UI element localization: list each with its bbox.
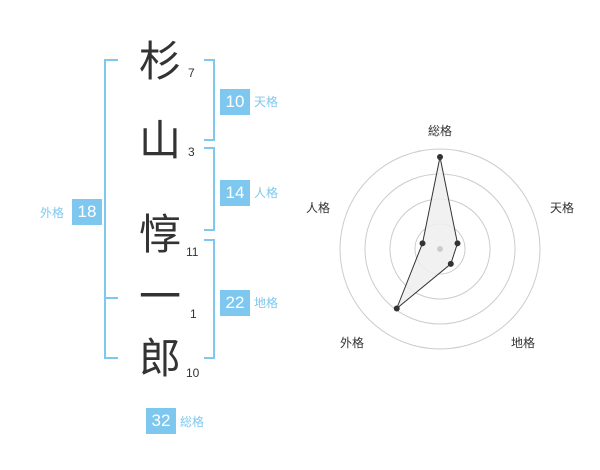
chikaku-label: 地格 — [254, 296, 279, 310]
gaikaku-label: 外格 — [40, 206, 65, 220]
radar-data-point — [419, 240, 426, 247]
radar-data-polygon — [396, 156, 459, 309]
tenkaku-value: 10 — [220, 89, 250, 115]
radar-axis-label: 人格 — [306, 200, 330, 215]
jinkaku-label: 人格 — [254, 186, 279, 200]
name-char-2: 山 — [138, 116, 181, 165]
stroke-count-3: 11 — [186, 245, 199, 259]
radar-axis-label: 外格 — [340, 335, 364, 350]
tenkaku-label: 天格 — [254, 95, 279, 109]
stroke-count-4: 1 — [190, 307, 197, 321]
jinkaku-value: 14 — [220, 180, 250, 206]
soukaku-label: 総格 — [180, 415, 205, 429]
soukaku-value: 32 — [146, 408, 176, 434]
name-char-3: 惇 — [138, 210, 181, 259]
radar-data-point — [393, 305, 400, 312]
radar-data-point — [447, 260, 454, 267]
chikaku-value: 22 — [220, 290, 250, 316]
name-char-5: 郎 — [138, 334, 181, 383]
stroke-count-1: 7 — [188, 66, 195, 80]
gaikaku-value: 18 — [72, 199, 102, 225]
radar-ring — [339, 148, 541, 350]
radar-axis-label: 総格 — [428, 123, 452, 138]
radar-axis-label: 地格 — [511, 335, 535, 350]
name-char-4: 一 — [138, 272, 181, 321]
stroke-count-5: 10 — [186, 366, 200, 380]
radar-data-point — [437, 154, 443, 160]
name-char-1: 杉 — [138, 37, 181, 86]
stroke-count-2: 3 — [188, 145, 195, 159]
radar-data-point — [454, 240, 461, 247]
radar-center-dot — [437, 246, 443, 252]
radar-axis-label: 天格 — [550, 200, 574, 215]
